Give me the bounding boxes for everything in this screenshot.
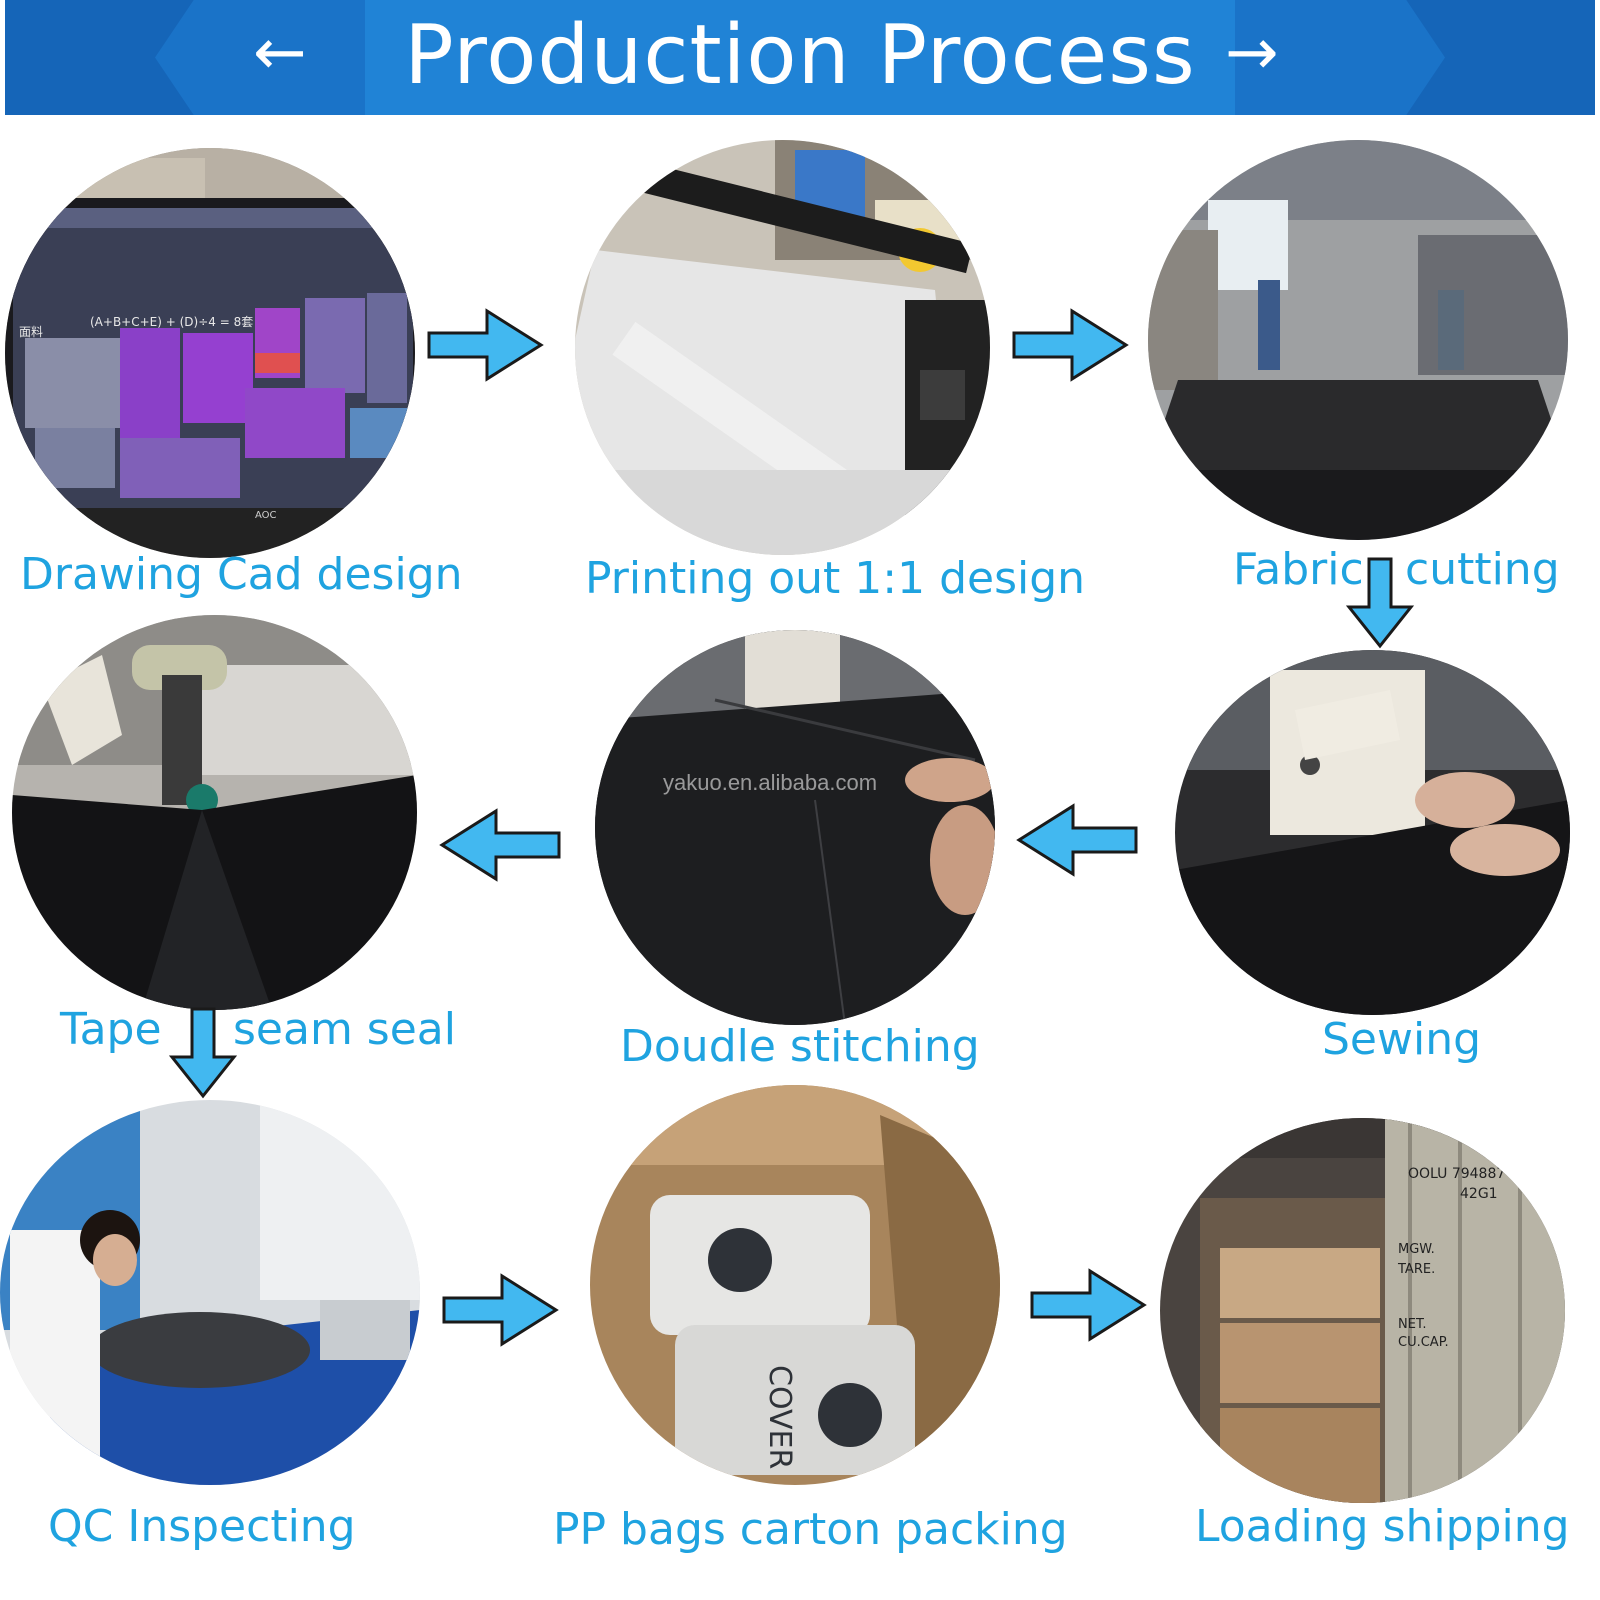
photo-sewing <box>1175 650 1570 1015</box>
page-title: Production Process <box>404 8 1196 103</box>
right-arrow-icon <box>1012 308 1129 382</box>
caption-fabric-label-right: cutting <box>1405 544 1560 595</box>
left-arrow-icon: ← <box>253 16 307 90</box>
title-banner: Production Process ← → <box>5 0 1595 115</box>
container-code-text: OOLU 794887 <box>1408 1166 1505 1182</box>
container-mgw-text: MGW. <box>1398 1242 1435 1257</box>
caption-fabric-label-left: Fabric <box>1233 544 1364 595</box>
cad-formula-text: (A+B+C+E) + (D)÷4 = 8套 <box>90 315 253 329</box>
caption-tape-label-right: seam seal <box>233 1004 456 1055</box>
caption-carton-packing: PP bags carton packing <box>553 1504 1068 1555</box>
photo-fabric-cutting <box>1148 140 1568 540</box>
photo-carton-packing: COVER <box>590 1085 1000 1485</box>
photo-tape-seam-seal <box>12 615 417 1010</box>
photo-qc-inspecting <box>0 1100 420 1485</box>
caption-tape-label-left: Tape <box>60 1004 162 1055</box>
cad-side-text: 面料 <box>19 325 43 339</box>
caption-drawing-cad-design: Drawing Cad design <box>20 549 463 600</box>
container-cucap-text: CU.CAP. <box>1398 1335 1449 1350</box>
caption-loading-shipping: Loading shipping <box>1195 1501 1570 1552</box>
right-arrow-icon <box>1030 1268 1147 1342</box>
photo-cad-design: (A+B+C+E) + (D)÷4 = 8套 面料 AOC <box>5 148 415 558</box>
caption-printing-design: Printing out 1:1 design <box>585 553 1086 604</box>
container-net-text: NET. <box>1398 1317 1426 1332</box>
right-arrow-icon: → <box>1225 16 1279 90</box>
bag-brand-text: COVER <box>762 1365 797 1469</box>
container-tare-text: TARE. <box>1397 1262 1435 1277</box>
right-arrow-icon <box>427 308 544 382</box>
caption-double-stitching: Doudle stitching <box>620 1021 980 1072</box>
left-arrow-icon <box>1016 803 1138 877</box>
left-arrow-icon <box>439 808 561 882</box>
right-arrow-icon <box>442 1273 559 1347</box>
photo-printing-design <box>575 140 990 555</box>
photo-loading-shipping: OOLU 794887 42G1 MGW. TARE. NET. CU.CAP. <box>1160 1118 1565 1503</box>
photo-double-stitching <box>595 630 995 1025</box>
watermark: yakuo.en.alibaba.com <box>663 770 878 795</box>
container-type-text: 42G1 <box>1460 1186 1498 1202</box>
caption-sewing: Sewing <box>1322 1014 1482 1065</box>
down-arrow-icon <box>168 1007 238 1099</box>
down-arrow-icon <box>1345 557 1415 649</box>
monitor-brand-text: AOC <box>255 510 277 521</box>
banner-highlight <box>365 0 1235 115</box>
caption-qc-inspecting: QC Inspecting <box>48 1501 356 1552</box>
